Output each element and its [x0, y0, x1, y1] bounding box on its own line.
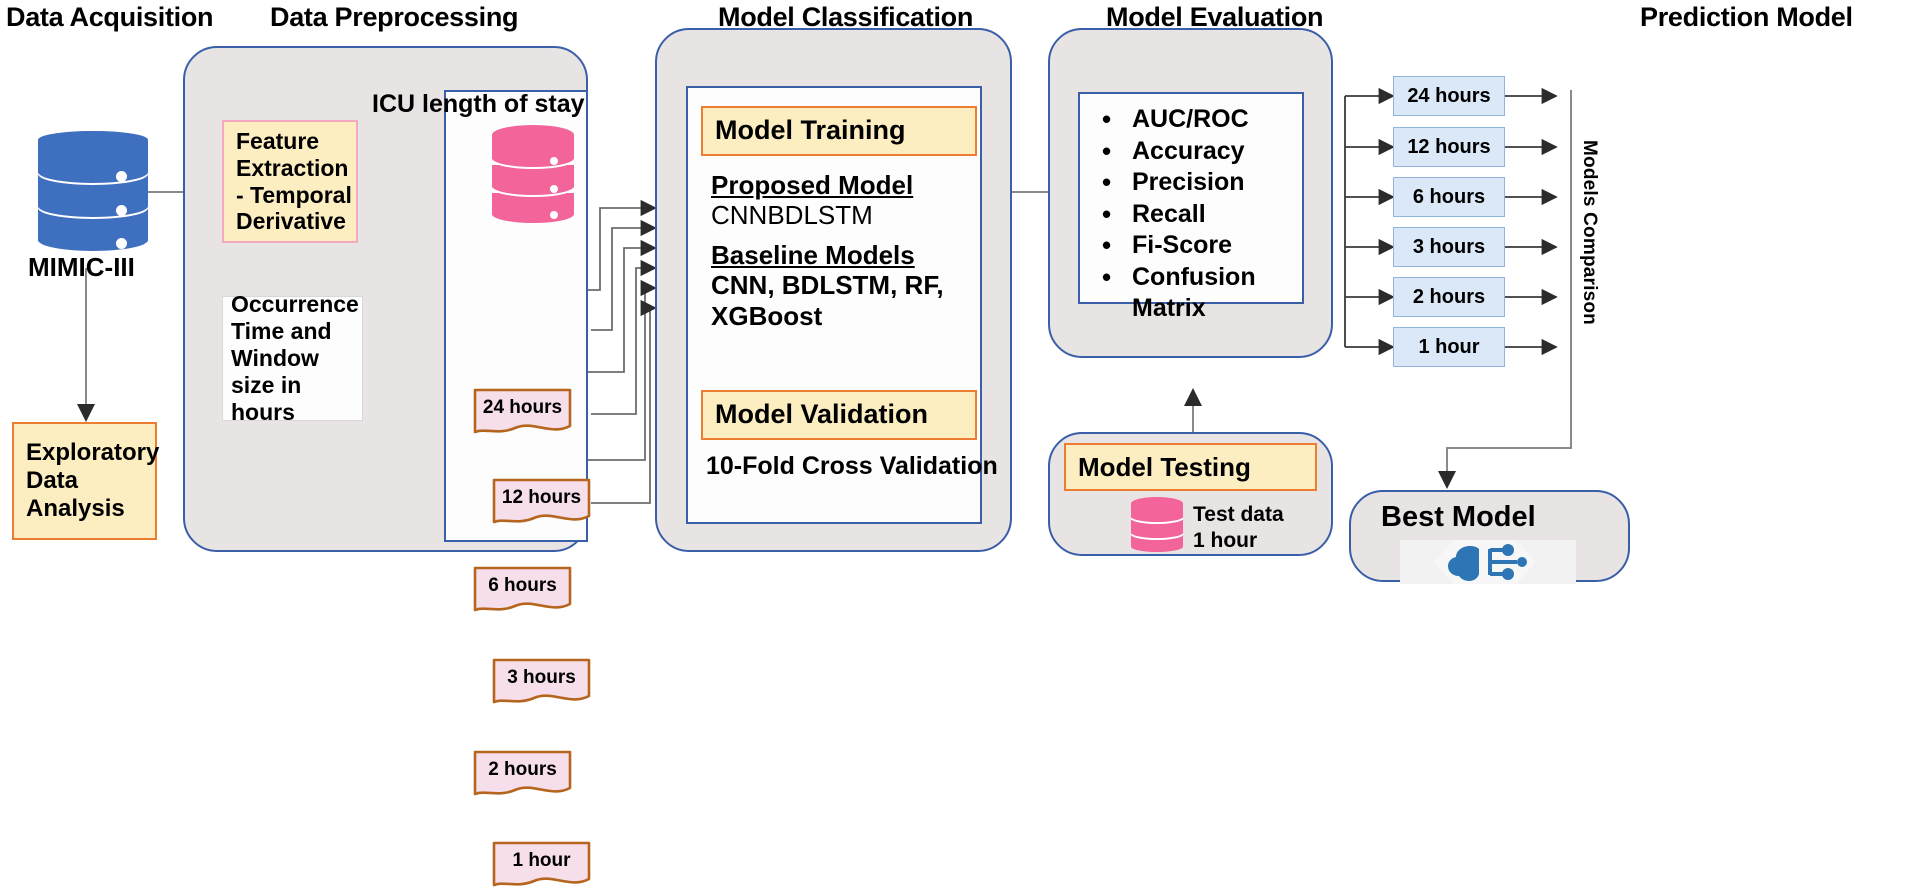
window-doc-2-hours-label: 2 hours [488, 759, 557, 780]
test-data-database-icon [1131, 497, 1183, 552]
baseline-models-value: CNN, BDLSTM, RF, XGBoost [711, 270, 944, 331]
evaluation-metrics-list: AUC/ROC Accuracy Precision Recall Fi-Sco… [1096, 103, 1311, 325]
horizon-box-12-hours[interactable]: 12 hours [1393, 127, 1505, 167]
baseline-models-label: Baseline Models [711, 240, 915, 270]
mimic-label: MIMIC-III [28, 252, 135, 282]
window-doc-1-hour[interactable]: 1 hour [492, 841, 591, 889]
stage-title-prediction-model: Prediction Model [1640, 2, 1853, 32]
proposed-model-label: Proposed Model [711, 170, 914, 200]
window-doc-3-hours-label: 3 hours [507, 667, 576, 688]
window-doc-2-hours[interactable]: 2 hours [473, 750, 572, 798]
stage-title-data-acquisition: Data Acquisition [6, 2, 214, 32]
model-training-header[interactable]: Model Training [701, 106, 977, 156]
metric-item: Accuracy [1096, 135, 1311, 168]
proposed-model-value: CNNBDLSTM [711, 200, 873, 230]
feature-extraction-label: Feature Extraction - Temporal Derivative [236, 128, 352, 235]
window-doc-6-hours[interactable]: 6 hours [473, 566, 572, 614]
window-doc-12-hours[interactable]: 12 hours [492, 478, 591, 526]
horizon-box-1-hour[interactable]: 1 hour [1393, 327, 1505, 367]
eda-box-label: Exploratory Data Analysis [26, 439, 160, 522]
window-doc-24-hours[interactable]: 24 hours [473, 388, 572, 436]
metric-item: Precision [1096, 166, 1311, 199]
model-validation-value: 10-Fold Cross Validation [706, 452, 998, 480]
window-doc-6-hours-label: 6 hours [488, 575, 557, 596]
feature-extraction-box[interactable]: Feature Extraction - Temporal Derivative [222, 120, 358, 243]
metric-item: AUC/ROC [1096, 103, 1311, 136]
horizon-box-3-hours[interactable]: 3 hours [1393, 227, 1505, 267]
horizon-box-24-hours[interactable]: 24 hours [1393, 76, 1505, 116]
mimic-database-icon [38, 131, 148, 251]
metric-item: Confusion Matrix [1096, 261, 1311, 325]
occurrence-window-label: Occurrence Time and Window size in hours [231, 290, 359, 426]
model-training-header-label: Model Training [715, 115, 906, 146]
ai-brain-icon [1434, 540, 1536, 584]
test-data-caption: Test data 1 hour [1193, 503, 1284, 552]
models-comparison-label: Models Comparison [1579, 140, 1600, 325]
diagram-canvas: Data Acquisition Data Preprocessing Mode… [0, 0, 1905, 687]
window-doc-24-hours-label: 24 hours [482, 397, 563, 418]
icu-database-icon [492, 125, 574, 223]
model-validation-header[interactable]: Model Validation [701, 390, 977, 440]
window-doc-12-hours-label: 12 hours [501, 487, 582, 508]
stage-title-model-evaluation: Model Evaluation [1106, 2, 1324, 32]
occurrence-window-box[interactable]: Occurrence Time and Window size in hours [222, 291, 363, 425]
classification-inner-box [686, 86, 982, 524]
icu-length-of-stay-title: ICU length of stay [372, 90, 585, 118]
horizon-box-6-hours[interactable]: 6 hours [1393, 177, 1505, 217]
stage-title-model-classification: Model Classification [718, 2, 974, 32]
window-doc-3-hours[interactable]: 3 hours [492, 658, 591, 706]
model-testing-header-label: Model Testing [1078, 451, 1251, 482]
best-model-label: Best Model [1381, 501, 1536, 533]
horizon-box-2-hours[interactable]: 2 hours [1393, 277, 1505, 317]
window-doc-1-hour-label: 1 hour [512, 850, 571, 871]
model-testing-header[interactable]: Model Testing [1064, 443, 1317, 491]
eda-box[interactable]: Exploratory Data Analysis [12, 422, 160, 540]
metric-item: Recall [1096, 198, 1311, 231]
stage-title-data-preprocessing: Data Preprocessing [270, 2, 519, 32]
metric-item: Fi-Score [1096, 229, 1311, 262]
model-validation-header-label: Model Validation [715, 399, 929, 430]
